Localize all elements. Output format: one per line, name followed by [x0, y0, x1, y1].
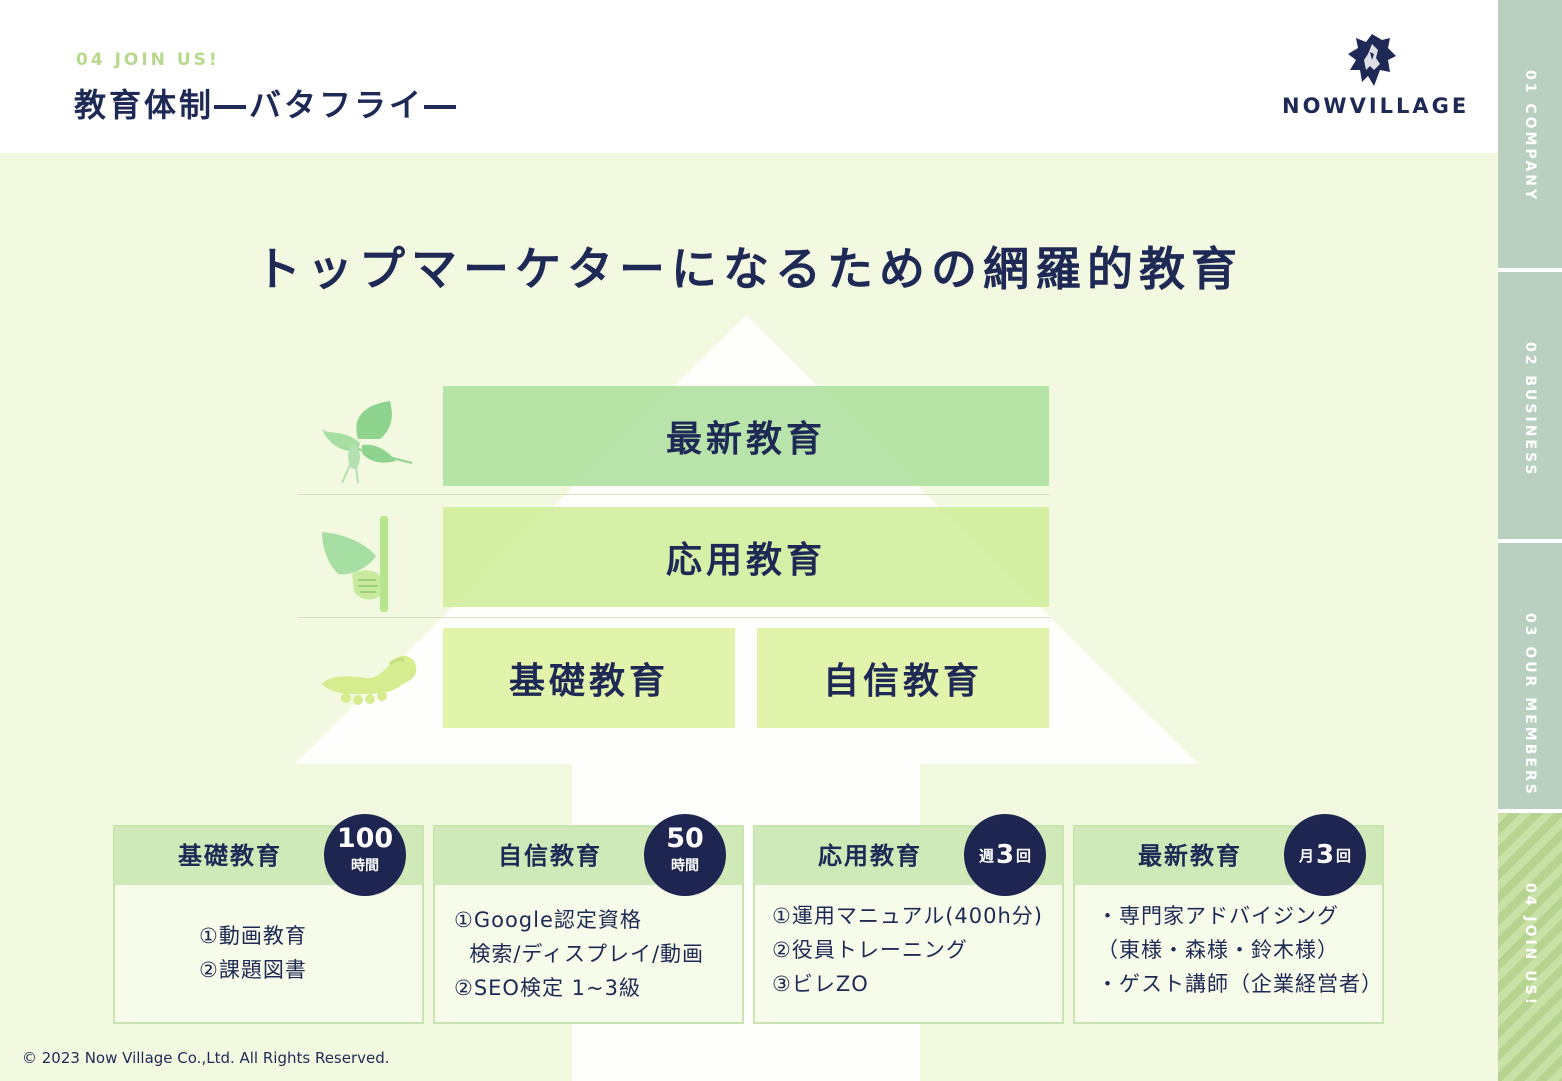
hours-badge: 50 時間: [644, 814, 726, 896]
card-title: 基礎教育: [178, 842, 282, 870]
nav-tab-join-us[interactable]: 04 JOIN US!: [1498, 813, 1562, 1081]
pyramid-tier-confidence: 自信教育: [757, 628, 1049, 728]
page-title: 教育体制―バタフライ―: [74, 86, 460, 124]
card-line: ③ビレZO: [772, 972, 869, 996]
chrysalis-icon: [322, 516, 388, 612]
card-line: ①Google認定資格: [454, 908, 642, 932]
badge-unit: 時間: [351, 858, 379, 874]
logo-wordmark: NOWVILLAGE: [1282, 94, 1470, 118]
nav-tab-label: 01 COMPANY: [1522, 70, 1538, 203]
section-side-nav: 01 COMPANY 02 BUSINESS 03 OUR MEMBERS 04…: [1498, 0, 1562, 1081]
program-card-applied: 応用教育 週 3 回 ①運用マニュアル(400h分) ②役員トレーニング ③ビレ…: [753, 814, 1064, 1024]
frequency-badge: 週 3 回: [964, 814, 1046, 896]
hours-badge: 100 時間: [324, 814, 406, 896]
tier-divider: [298, 494, 1050, 495]
slide-header: 04 JOIN US! 教育体制―バタフライ― NOWVILLAGE: [0, 0, 1498, 153]
program-card-confidence: 自信教育 50 時間 ①Google認定資格 検索/ディスプレイ/動画 ②SEO…: [433, 814, 744, 1024]
main-panel: トップマーケターになるための網羅的教育 最新教育 応用教育 基礎教育 自信教育 …: [0, 153, 1498, 1081]
pyramid-tier-basic: 基礎教育: [443, 628, 735, 728]
card-line: （東様・森様・鈴木様）: [1097, 938, 1339, 962]
growth-arrow-shape: [295, 315, 1198, 1081]
card-body: ①運用マニュアル(400h分) ②役員トレーニング ③ビレZO: [772, 899, 1079, 1001]
nav-tab-label: 02 BUSINESS: [1522, 342, 1538, 478]
card-line: ・専門家アドバイジング: [1097, 904, 1339, 928]
card-title: 応用教育: [818, 842, 922, 870]
nav-tab-company[interactable]: 01 COMPANY: [1498, 0, 1562, 268]
badge-unit: 時間: [671, 858, 699, 874]
card-line: ・ゲスト講師（企業経営者）: [1097, 972, 1383, 996]
badge-number: 100: [336, 823, 394, 854]
badge-suffix: 回: [1336, 846, 1352, 865]
badge-prefix: 週: [978, 846, 994, 865]
company-logo[interactable]: NOWVILLAGE: [1282, 30, 1470, 122]
section-tag: 04 JOIN US!: [76, 50, 220, 70]
lion-logo-icon: [1348, 34, 1396, 86]
badge-prefix: 月: [1298, 846, 1314, 865]
nav-tab-label: 03 OUR MEMBERS: [1522, 613, 1538, 797]
nav-tab-label: 04 JOIN US!: [1522, 883, 1538, 1008]
butterfly-icon: [322, 401, 413, 484]
card-body: ①Google認定資格 検索/ディスプレイ/動画 ②SEO検定 1~3級: [454, 903, 761, 1005]
badge-number: 3: [1315, 840, 1335, 870]
tier-divider: [298, 617, 1050, 618]
card-title: 自信教育: [498, 842, 602, 870]
badge-suffix: 回: [1016, 846, 1032, 865]
program-card-latest: 最新教育 月 3 回 ・専門家アドバイジング （東様・森様・鈴木様） ・ゲスト講…: [1073, 814, 1384, 1024]
program-card-basic: 基礎教育 100 時間 ①動画教育 ②課題図書: [113, 814, 424, 1024]
pyramid-tier-applied: 応用教育: [443, 507, 1049, 607]
pyramid-tier-latest: 最新教育: [443, 386, 1049, 486]
card-title: 最新教育: [1138, 842, 1242, 870]
card-line: ②課題図書: [199, 958, 307, 982]
nav-tab-our-members[interactable]: 03 OUR MEMBERS: [1498, 543, 1562, 809]
card-body: ①動画教育 ②課題図書: [199, 919, 506, 987]
badge-number: 3: [995, 840, 1015, 870]
main-headline: トップマーケターになるための網羅的教育: [255, 242, 1243, 296]
card-body: ・専門家アドバイジング （東様・森様・鈴木様） ・ゲスト講師（企業経営者）: [1097, 899, 1404, 1001]
nav-tab-business[interactable]: 02 BUSINESS: [1498, 272, 1562, 539]
copyright-notice: © 2023 Now Village Co.,Ltd. All Rights R…: [22, 1049, 390, 1067]
caterpillar-icon: [322, 655, 417, 705]
card-line: 検索/ディスプレイ/動画: [454, 942, 705, 966]
card-line: ①動画教育: [199, 924, 307, 948]
card-line: ①運用マニュアル(400h分): [772, 904, 1043, 928]
card-line: ②役員トレーニング: [772, 938, 968, 962]
card-line: ②SEO検定 1~3級: [454, 976, 641, 1000]
frequency-badge: 月 3 回: [1284, 814, 1366, 896]
badge-number: 50: [666, 823, 704, 854]
